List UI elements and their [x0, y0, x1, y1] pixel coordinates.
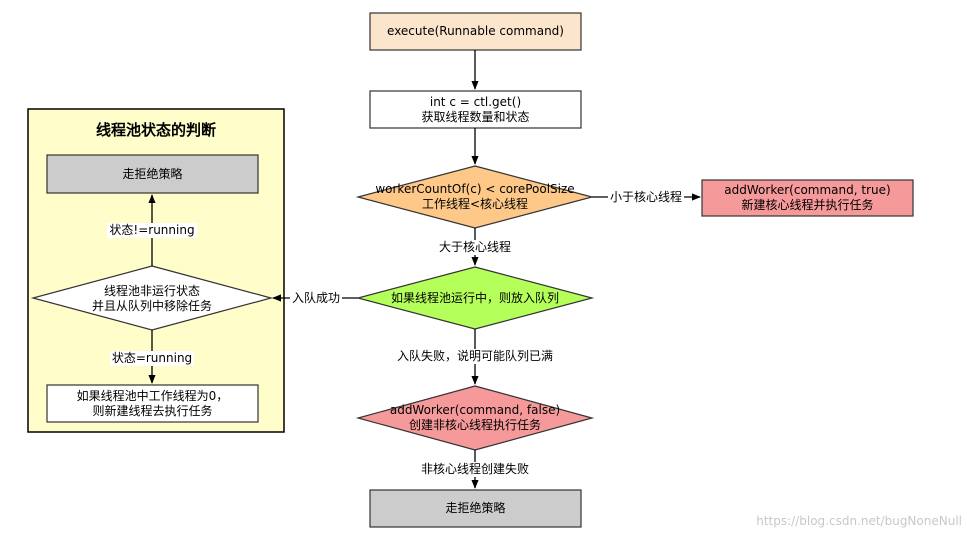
- add-core-worker-node: [701, 179, 914, 217]
- add-noncore-worker-desc: 创建非核心线程执行任务: [408, 418, 541, 432]
- core-check-label: workerCountOf(c) < corePoolSize 工作线程<核心线…: [358, 180, 592, 214]
- state-check-line1: 线程池非运行状态: [103, 284, 200, 298]
- edge-label-less-than-core: 小于核心线程: [607, 190, 684, 205]
- state-check-line2: 并且从队列中移除任务: [91, 299, 212, 313]
- get-count-node: [369, 90, 582, 129]
- core-check-code: workerCountOf(c) < corePoolSize: [375, 182, 575, 196]
- panel-title: 线程池状态的判断: [28, 119, 284, 141]
- enqueue-text: 如果线程池运行中，则放入队列: [390, 290, 559, 305]
- edge-label-noncore-fail: 非核心线程创建失败: [418, 462, 531, 477]
- zero-workers-line1: 如果线程池中工作线程为0，: [76, 388, 229, 403]
- edge-label-not-running-wrap: 状态!=running: [92, 222, 212, 239]
- start-node: [369, 12, 582, 51]
- edge-label-enqueue-fail: 入队失败，说明可能队列已满: [394, 349, 555, 364]
- panel-reject-node: [46, 154, 259, 194]
- add-core-worker-desc: 新建核心线程并执行任务: [741, 198, 874, 212]
- reject-text: 走拒绝策略: [445, 501, 506, 515]
- get-count-desc: 获取线程数量和状态: [421, 109, 530, 124]
- start-text: execute(Runnable command): [387, 24, 564, 38]
- reject-node-label: 走拒绝策略: [370, 490, 581, 527]
- zero-workers-line2: 则新建线程去执行任务: [92, 403, 213, 418]
- reject-node: [369, 489, 582, 528]
- get-count-code: int c = ctl.get(): [429, 94, 522, 109]
- edge-label-greater-than-core: 大于核心线程: [436, 240, 513, 255]
- zero-workers-node: [46, 384, 259, 423]
- edge-label-running-wrap: 状态=running: [92, 350, 212, 367]
- panel-reject-text: 走拒绝策略: [122, 166, 183, 181]
- state-check-label: 线程池非运行状态 并且从队列中移除任务: [33, 282, 271, 316]
- add-noncore-worker-code: addWorker(command, false): [389, 403, 561, 417]
- get-count-node-label: int c = ctl.get() 获取线程数量和状态: [370, 91, 581, 128]
- edge-label-greater-than-core-wrap: 大于核心线程: [420, 239, 530, 256]
- edge-label-not-running: 状态!=running: [107, 223, 197, 238]
- edge-label-enqueue-success-wrap: 入队成功: [283, 290, 349, 307]
- core-check-desc: 工作线程<核心线程: [421, 197, 529, 211]
- watermark: https://blog.csdn.net/bugNoneNull: [700, 512, 962, 530]
- edge-label-enqueue-success: 入队成功: [289, 291, 342, 306]
- edge-label-less-than-core-wrap: 小于核心线程: [602, 189, 690, 206]
- edge-label-enqueue-fail-wrap: 入队失败，说明可能队列已满: [380, 348, 570, 365]
- add-noncore-worker-label: addWorker(command, false) 创建非核心线程执行任务: [358, 401, 592, 435]
- enqueue-label: 如果线程池运行中，则放入队列: [358, 289, 592, 307]
- add-core-worker-label: addWorker(command, true) 新建核心线程并执行任务: [702, 180, 913, 216]
- watermark-text: https://blog.csdn.net/bugNoneNull: [756, 513, 962, 528]
- panel-reject-label: 走拒绝策略: [47, 155, 258, 193]
- edge-label-noncore-fail-wrap: 非核心线程创建失败: [400, 461, 550, 478]
- zero-workers-label: 如果线程池中工作线程为0， 则新建线程去执行任务: [47, 385, 258, 422]
- add-core-worker-code: addWorker(command, true): [724, 183, 891, 197]
- panel-title-text: 线程池状态的判断: [95, 120, 216, 139]
- start-node-label: execute(Runnable command): [370, 13, 581, 50]
- edge-label-running: 状态=running: [109, 351, 195, 366]
